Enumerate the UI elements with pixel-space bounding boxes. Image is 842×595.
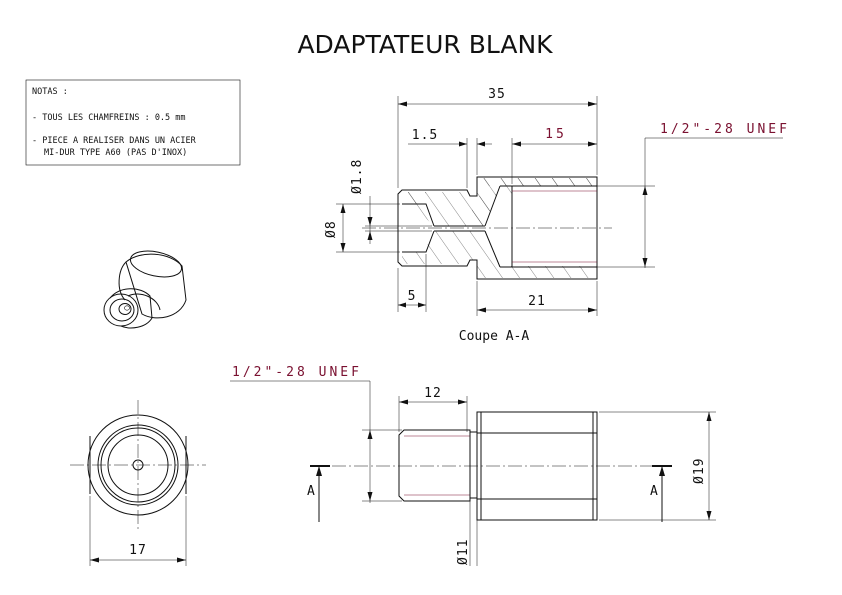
dim-tip-text: 5: [408, 289, 417, 304]
dim-body-length: 21: [476, 281, 598, 316]
notes-frame: [25, 79, 241, 166]
section-mark-left: A: [307, 465, 330, 522]
notes-box: NOTAS : - TOUS LES CHAMFREINS : 0.5 mm -…: [25, 79, 241, 166]
dim-outer-diameter: Ø19: [599, 411, 716, 521]
dim-outer-diameter-text: Ø19: [692, 458, 707, 484]
dim-thread-length-text: 12: [424, 386, 442, 401]
dim-spigot-diameter: Ø8: [324, 203, 400, 253]
dim-across-flats: 17: [89, 496, 187, 566]
notes-line-2: - PIECE A REALISER DANS UN ACIER: [32, 136, 197, 146]
section-mark-right: A: [650, 465, 672, 522]
dim-groove-text: 1.5: [412, 128, 438, 143]
section-caption: Coupe A-A: [459, 329, 530, 344]
iso-view: [103, 250, 187, 329]
section-thread-callout: 1/2"-28 UNEF: [597, 122, 790, 268]
section-large-bore: [500, 185, 597, 268]
notes-heading: NOTAS :: [32, 87, 68, 97]
dim-spigot-diameter-side: Ø11: [456, 501, 478, 566]
side-thread-callout: 1/2"-28 UNEF: [230, 365, 402, 503]
dim-bore-depth: 15: [511, 127, 597, 184]
dim-body-text: 21: [528, 294, 546, 309]
section-mark-left-text: A: [307, 484, 315, 499]
dim-hole-text: Ø1.8: [350, 159, 365, 194]
dim-overall-text: 35: [488, 87, 506, 102]
section-hatch-lower: [402, 252, 426, 264]
section-view: 35 1.5 15 1/2"-28 UNEF: [324, 87, 790, 344]
drawing-title: ADAPTATEUR BLANK: [297, 30, 553, 59]
dim-groove: 1.5: [408, 128, 492, 188]
section-cone: [484, 185, 501, 268]
notes-line-3: MI-DUR TYPE A60 (PAS D'INOX): [44, 148, 187, 158]
dim-tip-length: 5: [397, 254, 427, 312]
side-view: A A 12 1/2"-28 UNEF: [230, 365, 716, 566]
dim-thread-length: 12: [398, 386, 468, 432]
dim-across-flats-text: 17: [129, 543, 147, 558]
section-hatch-upper-c: [426, 178, 597, 226]
notes-line-1: - TOUS LES CHAMFREINS : 0.5 mm: [32, 113, 186, 123]
dim-spigot-diameter-side-text: Ø11: [456, 539, 471, 565]
dim-hole-diameter: Ø1.8: [350, 159, 432, 244]
dim-overall-length: 35: [397, 87, 598, 188]
side-thread-text: 1/2"-28 UNEF: [232, 365, 362, 380]
section-hatch-upper-b: [402, 192, 426, 204]
section-small-hole: [434, 225, 485, 232]
section-thread-text: 1/2"-28 UNEF: [660, 122, 790, 137]
section-outline: [397, 176, 598, 280]
section-tip-bore: [402, 203, 435, 253]
section-bore-thread: [512, 190, 597, 263]
dim-bore-text: 15: [545, 127, 567, 142]
section-mark-right-text: A: [650, 484, 658, 499]
section-hatch-lower-b: [426, 231, 597, 278]
end-view: 17: [70, 400, 206, 566]
dim-spigot-text: Ø8: [324, 220, 339, 238]
